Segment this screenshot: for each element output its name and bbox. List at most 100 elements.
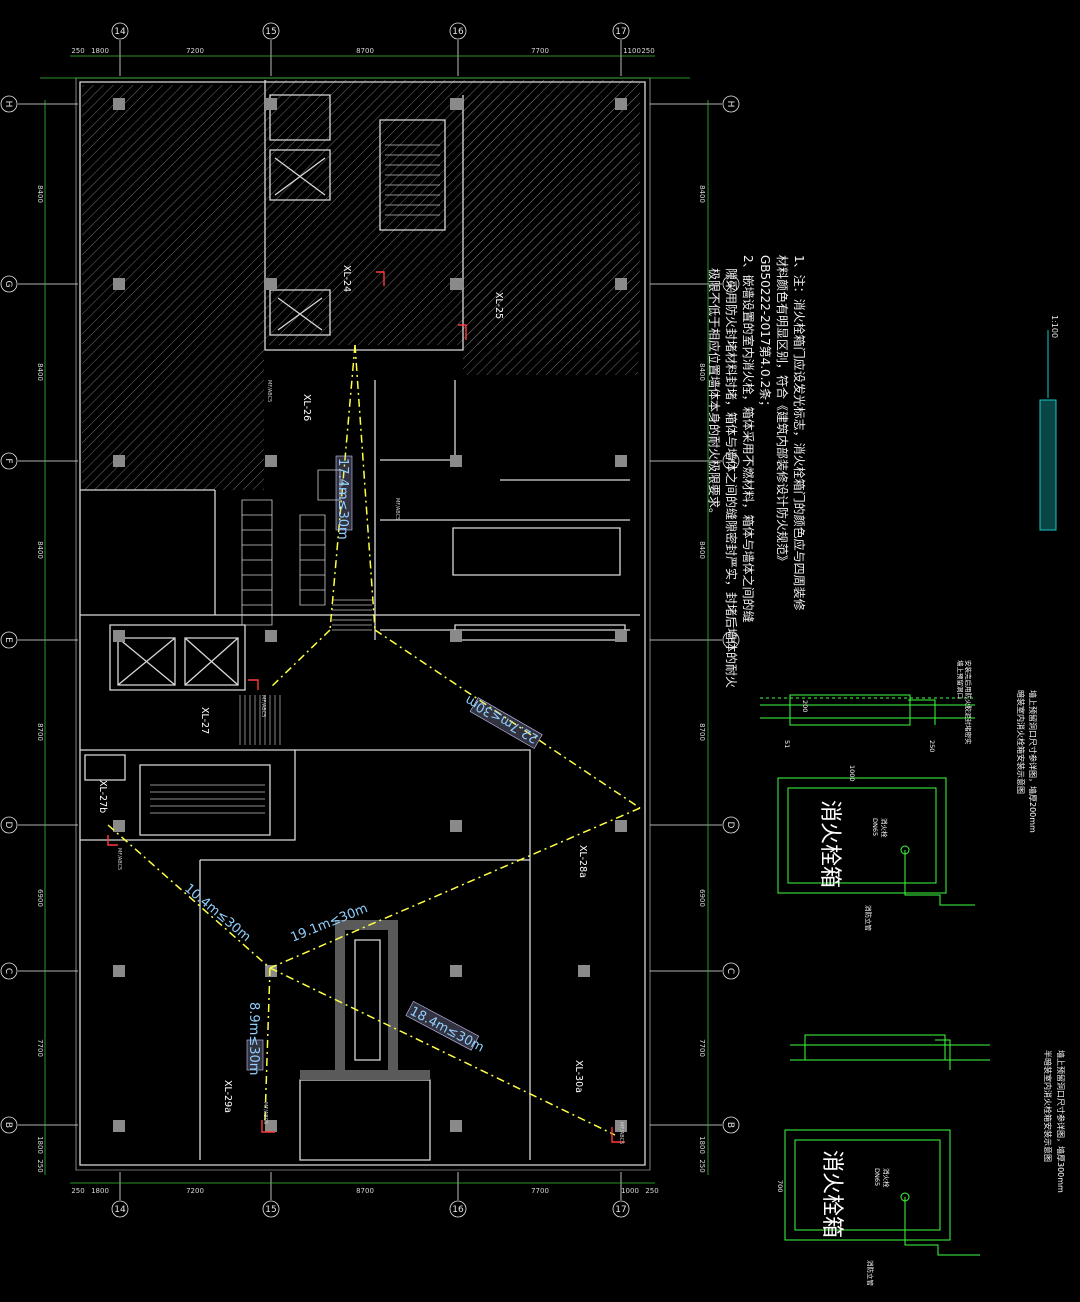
detail-dim-1000-a: 1000 (848, 765, 856, 782)
column-axis-labels-bottom: 14 15 16 17 (114, 1205, 626, 1215)
riser-xl-24: XL-24 (341, 265, 352, 292)
riser-tags: XL-24 XL-25 XL-26 XL-27 XL-27b XL-28a XL… (97, 265, 588, 1113)
axis-e-left: E (3, 637, 13, 643)
measure-17-4: 17.4m≤30m (335, 455, 353, 540)
detail-riser-a: 消防立管 (864, 905, 873, 932)
axis-17-top: 17 (615, 27, 626, 37)
axis-15-bottom: 15 (265, 1205, 276, 1215)
axis-d-right: D (725, 822, 735, 829)
detail-caption-a2: 暗装室内消火栓箱安装示意图 (1016, 690, 1026, 794)
detail-dim-700-b: 700 (776, 1180, 784, 1192)
dimension-text-left: 8400 8400 8400 8700 6900 7700 1800 250 (36, 185, 44, 1173)
riser-xl-26: XL-26 (301, 394, 312, 421)
dim-left-4: 6900 (36, 889, 44, 907)
dimension-text-top: 250 1800 7200 8700 7700 1100 250 (71, 47, 654, 55)
hydrant-code-labels: MF/ABC5 MF/ABC5 MF/ABC5 MF/ABC5 MF/ABC5 … (116, 380, 624, 1144)
measure-10-4: 10.4m≤30m (181, 881, 253, 945)
dim-left-6: 1800 (36, 1136, 44, 1154)
axis-h-right: H (725, 101, 735, 108)
axis-c-left: C (3, 968, 13, 974)
grid-system (0, 22, 740, 1218)
hydrant-code-3: MF/ABC5 (260, 695, 266, 717)
detail-dim-250-a: 250 (928, 740, 936, 752)
detail-valve-b: 消火栓 (882, 1168, 891, 1188)
detail-caption-b: 墙上预留洞口尺寸参详图，墙厚300mm (1056, 1050, 1066, 1193)
axis-17-bottom: 17 (615, 1205, 626, 1215)
axis-14-top: 14 (114, 27, 126, 37)
title-stamp: 1:100 (1039, 315, 1059, 531)
dim-right-6: 1800 (698, 1136, 706, 1154)
detail-cabinet-text-a: 消火栓箱 (817, 800, 842, 888)
dim-right-7: 250 (698, 1159, 706, 1172)
structural-columns (113, 98, 627, 1132)
dim-bottom-4: 7700 (531, 1187, 549, 1195)
measure-10-4-text: 10.4m≤30m (181, 881, 253, 945)
dim-bottom-0: 250 (71, 1187, 84, 1195)
hydrant-code-2: MF/ABC5 (394, 498, 400, 520)
axis-16-top: 16 (452, 27, 464, 37)
dim-top-4: 7700 (531, 47, 549, 55)
dim-right-2: 8400 (698, 541, 706, 559)
detail-dim-51-a: 51 (783, 740, 791, 748)
axis-b-left: B (3, 1122, 13, 1128)
detail-cabinet-text-b: 消火栓箱 (819, 1150, 844, 1238)
hydrant-code-1: MF/ABC5 (266, 380, 272, 402)
detail-dim-200-a: 200 (801, 700, 809, 712)
note-1-line-2: 材料颜色有明显区别，符合《建筑内部装修设计防火规范》 (775, 255, 790, 567)
dim-left-2: 8400 (36, 541, 44, 559)
row-axis-labels-right: H G F E D C B (725, 101, 735, 1128)
detail-leader-2: 安装完后用防火胶泥封堵密实 (964, 660, 973, 745)
dim-bottom-3: 8700 (356, 1187, 374, 1195)
dim-left-5: 7700 (36, 1039, 44, 1057)
dim-left-0: 8400 (36, 185, 44, 203)
measure-22-7: 22.7m≤30m (463, 692, 543, 749)
note-1-line-1: 1、注：消火栓箱门应设发光标志，消火栓箱门的颜色应与四周装修 (792, 255, 807, 611)
hatched-zones (82, 80, 640, 490)
dim-bottom-1: 1800 (91, 1187, 109, 1195)
riser-xl-28a: XL-28a (577, 845, 588, 878)
dim-top-5: 1100 (623, 47, 641, 55)
axis-g-left: G (3, 281, 13, 288)
riser-xl-27b: XL-27b (97, 780, 108, 813)
riser-xl-29a: XL-29a (222, 1080, 233, 1113)
hydrant-code-5: MF/ABC5 (262, 1102, 268, 1124)
axis-g-right: G (725, 281, 735, 288)
dim-left-1: 8400 (36, 363, 44, 381)
dim-top-3: 8700 (356, 47, 374, 55)
dim-top-0: 250 (71, 47, 84, 55)
dim-top-6: 250 (641, 47, 654, 55)
axis-14-bottom: 14 (114, 1205, 126, 1215)
axis-c-right: C (725, 968, 735, 974)
measure-17-4-text: 17.4m≤30m (335, 458, 350, 540)
axis-e-right: E (725, 637, 735, 643)
measure-22-7-text: 22.7m≤30m (463, 692, 541, 746)
riser-xl-27: XL-27 (199, 707, 210, 734)
axis-b-right: B (725, 1122, 735, 1128)
detail-dn-a: DN65 (871, 818, 879, 836)
axis-d-left: D (3, 822, 13, 829)
detail-dn-b: DN65 (873, 1168, 881, 1186)
detail-leader-1: 墙上预留洞口 (956, 660, 965, 699)
dim-right-3: 8700 (698, 723, 706, 741)
dim-top-2: 7200 (186, 47, 204, 55)
dim-right-5: 7700 (698, 1039, 706, 1057)
hydrant-coverage-routes (107, 344, 641, 1136)
note-2-line-2: 隙采用防火封堵材料封堵，箱体与墙体之间的缝隙密封严实，封堵后墙体的耐火 (724, 268, 739, 688)
note-2-line-1: 2、嵌墙设置的室内消火栓，箱体采用不燃材料，箱体与墙体之间的缝 (741, 255, 756, 623)
dim-left-7: 250 (36, 1159, 44, 1172)
detail-caption-b2: 半暗装室内消火栓箱安装示意图 (1043, 1050, 1053, 1162)
stairs (150, 144, 440, 814)
riser-xl-30a: XL-30a (573, 1060, 584, 1093)
axis-15-top: 15 (265, 27, 276, 37)
measure-18-4: 18.4m≤30m (405, 1000, 486, 1056)
detail-caption-a: 墙上预留洞口尺寸参详图，墙厚200mm (1028, 690, 1038, 833)
axis-f-right: F (725, 458, 735, 463)
detail-valve-a: 消火栓 (880, 818, 889, 838)
dim-right-1: 8400 (698, 363, 706, 381)
design-notes: 1、注：消火栓箱门应设发光标志，消火栓箱门的颜色应与四周装修 材料颜色有明显区别… (707, 255, 807, 688)
dim-bottom-6: 250 (645, 1187, 658, 1195)
dim-right-4: 6900 (698, 889, 706, 907)
dimension-text-bottom: 250 1800 7200 8700 7700 1000 250 (71, 1187, 658, 1195)
detail-riser-b: 消防立管 (866, 1260, 875, 1287)
